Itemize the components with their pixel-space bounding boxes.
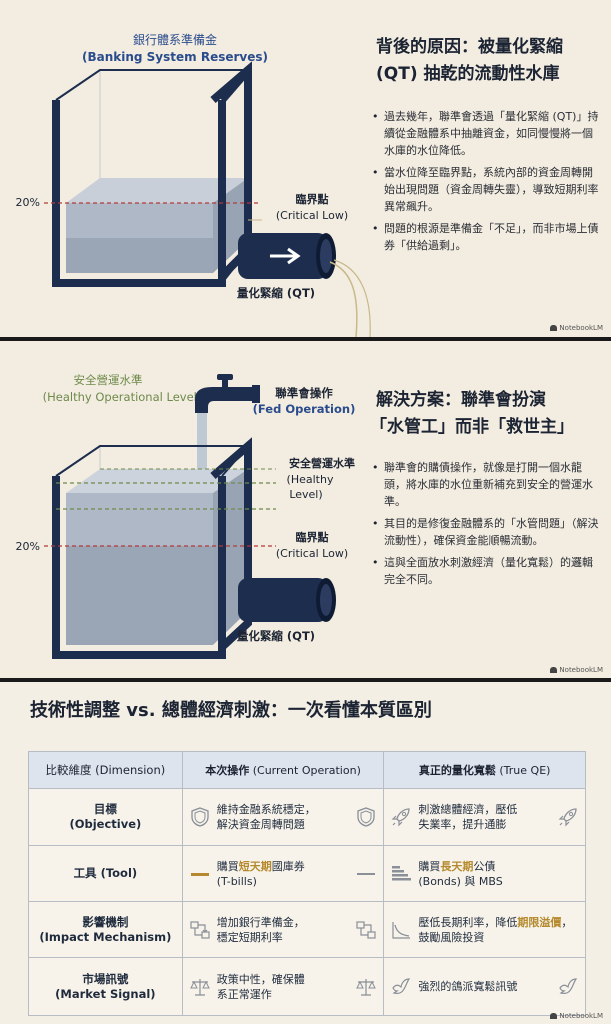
qt-label: 量化緊縮 (QT)	[237, 629, 315, 643]
row-dimension-signal: 市場訊號(Market Signal)	[28, 957, 183, 1016]
comparison-title: 技術性調整 vs. 總體經濟刺激：一次看懂本質區別	[30, 700, 432, 721]
cell-current-impact: 增加銀行準備金，穩定短期利率	[181, 901, 385, 958]
reservoir-diagram-fed: 安全營運水準 (Healthy Operational Level) 聯準會操作…	[16, 373, 356, 659]
scale-icon	[189, 978, 210, 996]
table-row: 目標(Objective) 維持金融系統穩定，解決資金周轉問題 刺激總體經濟，壓…	[28, 788, 586, 846]
panel1-title: 背後的原因：被量化緊縮 (QT) 抽乾的流動性水庫	[376, 34, 563, 88]
outflow-pipe	[238, 233, 336, 279]
rocket-icon	[391, 808, 411, 827]
cell-qe-signal: 強烈的鴿派寬鬆訊號	[383, 957, 586, 1016]
brand-watermark: NotebookLM	[550, 1012, 603, 1020]
critical-label-en: (Critical Low)	[276, 209, 348, 222]
critical-label-cn: 臨界點	[296, 192, 329, 206]
water-surface	[66, 178, 248, 203]
reservoir-diagram-qt: 銀行體系準備金 (Banking System Reserves) 20% 臨界…	[16, 32, 371, 337]
outflow-stream	[329, 261, 358, 337]
list-item: 過去幾年，聯準會透過「量化緊縮 (QT)」持續從金融體系中抽離資金，如同慢慢將一…	[370, 108, 602, 159]
table-row: 市場訊號(Market Signal) 政策中性，確保體系正常運作 強烈的鴿派寬…	[28, 957, 586, 1016]
panel-qt-cause: 銀行體系準備金 (Banking System Reserves) 20% 臨界…	[0, 0, 611, 337]
flow-boxes-icon	[190, 920, 210, 939]
reserves-label-en: (Banking System Reserves)	[82, 50, 268, 64]
cell-qe-impact: 壓低長期利率，降低期限溢價，鼓勵風險投資	[383, 901, 586, 958]
cell-current-tool: 購買短天期國庫券(T-bills)	[181, 845, 385, 902]
row-dimension-objective: 目標(Objective)	[28, 788, 183, 846]
qt-label: 量化緊縮 (QT)	[237, 286, 315, 300]
dove-icon	[559, 977, 578, 994]
stacked-bars-icon	[392, 865, 412, 880]
panel-fed-solution: 安全營運水準 (Healthy Operational Level) 聯準會操作…	[0, 341, 611, 678]
header-qe: 真正的量化寬鬆 (True QE)	[383, 751, 586, 789]
notebooklm-logo-icon	[550, 1013, 558, 1019]
level-20-label: 20%	[16, 196, 40, 209]
notebooklm-logo-icon	[550, 325, 558, 331]
row-dimension-impact: 影響機制(Impact Mechanism)	[28, 901, 183, 958]
cell-qe-objective: 刺激總體經濟，壓低失業率，提升通膨	[383, 788, 586, 846]
shield-icon	[191, 807, 209, 827]
comparison-table: 比較維度 (Dimension) 本次操作 (Current Operation…	[28, 751, 586, 1016]
panel1-title-line2: (QT) 抽乾的流動性水庫	[376, 64, 560, 84]
list-item: 其目的是修復金融體系的「水管問題」（解決流動性），確保資金能順暢流動。	[370, 515, 602, 549]
short-bar-icon	[357, 872, 376, 875]
panel2-title-line2: 「水管工」而非「救世主」	[370, 417, 574, 437]
healthy-label-en: (Healthy Operational Level)	[43, 390, 202, 404]
critical-label-en: (Critical Low)	[276, 547, 348, 560]
outflow-arrow-icon	[270, 247, 301, 265]
row-dimension-tool: 工具 (Tool)	[28, 845, 183, 902]
table-row: 影響機制(Impact Mechanism) 增加銀行準備金，穩定短期利率 壓低…	[28, 901, 586, 958]
declining-curve-icon	[392, 921, 411, 939]
safe-level-label-en2: Level)	[289, 488, 322, 501]
brand-watermark: NotebookLM	[550, 324, 603, 332]
outflow-pipe	[238, 578, 336, 622]
safe-level-label-en1: (Healthy	[287, 473, 334, 486]
list-item: 這與全面放水刺激經濟（量化寬鬆）的邏輯完全不同。	[370, 554, 602, 588]
list-item: 當水位降至臨界點，系統內部的資金周轉開始出現問題（資金周轉失靈），導致短期利率異…	[370, 164, 602, 215]
shield-icon	[357, 807, 376, 827]
cell-current-signal: 政策中性，確保體系正常運作	[181, 957, 385, 1016]
panel1-bullets: 過去幾年，聯準會透過「量化緊縮 (QT)」持續從金融體系中抽離資金，如同慢慢將一…	[370, 108, 602, 259]
safe-level-label-cn: 安全營運水準	[289, 456, 355, 470]
reserves-label-cn: 銀行體系準備金	[133, 32, 217, 47]
panel2-title-line1: 解決方案：聯準會扮演	[376, 390, 546, 410]
dove-icon	[392, 977, 411, 994]
panel2-title: 解決方案：聯準會扮演 「水管工」而非「救世主」	[370, 387, 574, 441]
fed-operation-label-en: (Fed Operation)	[253, 402, 356, 416]
brand-watermark: NotebookLM	[550, 666, 603, 674]
table-row: 工具 (Tool) 購買短天期國庫券(T-bills) 購買長天期公債(Bond…	[28, 845, 586, 902]
panel2-bullets: 聯準會的購債操作，就像是打開一個水龍頭，將水庫的水位重新補充到安全的營運水準。 …	[370, 459, 602, 593]
faucet-stream	[197, 413, 207, 493]
header-dimension: 比較維度 (Dimension)	[28, 751, 183, 789]
list-item: 聯準會的購債操作，就像是打開一個水龍頭，將水庫的水位重新補充到安全的營運水準。	[370, 459, 602, 510]
cell-qe-tool: 購買長天期公債(Bonds) 與 MBS	[383, 845, 586, 902]
flow-boxes-icon	[356, 920, 376, 939]
cell-current-objective: 維持金融系統穩定，解決資金周轉問題	[181, 788, 385, 846]
short-bar-icon	[190, 872, 209, 876]
healthy-label-cn: 安全營運水準	[74, 373, 143, 387]
rocket-icon	[558, 808, 577, 827]
faucet-icon	[195, 374, 260, 413]
critical-label-cn: 臨界點	[296, 530, 329, 544]
header-current: 本次操作 (Current Operation)	[181, 751, 385, 789]
notebooklm-logo-icon	[550, 667, 558, 673]
level-20-label: 20%	[16, 540, 40, 553]
scale-icon	[356, 978, 377, 996]
list-item: 問題的根源是準備金「不足」，而非市場上債券「供給過剩」。	[370, 220, 602, 254]
panel1-title-line1: 背後的原因：被量化緊縮	[376, 37, 563, 57]
table-header-row: 比較維度 (Dimension) 本次操作 (Current Operation…	[28, 751, 586, 789]
panel-comparison: 技術性調整 vs. 總體經濟刺激：一次看懂本質區別 比較維度 (Dimensio…	[0, 682, 611, 1024]
fed-operation-label-cn: 聯準會操作	[275, 386, 333, 400]
